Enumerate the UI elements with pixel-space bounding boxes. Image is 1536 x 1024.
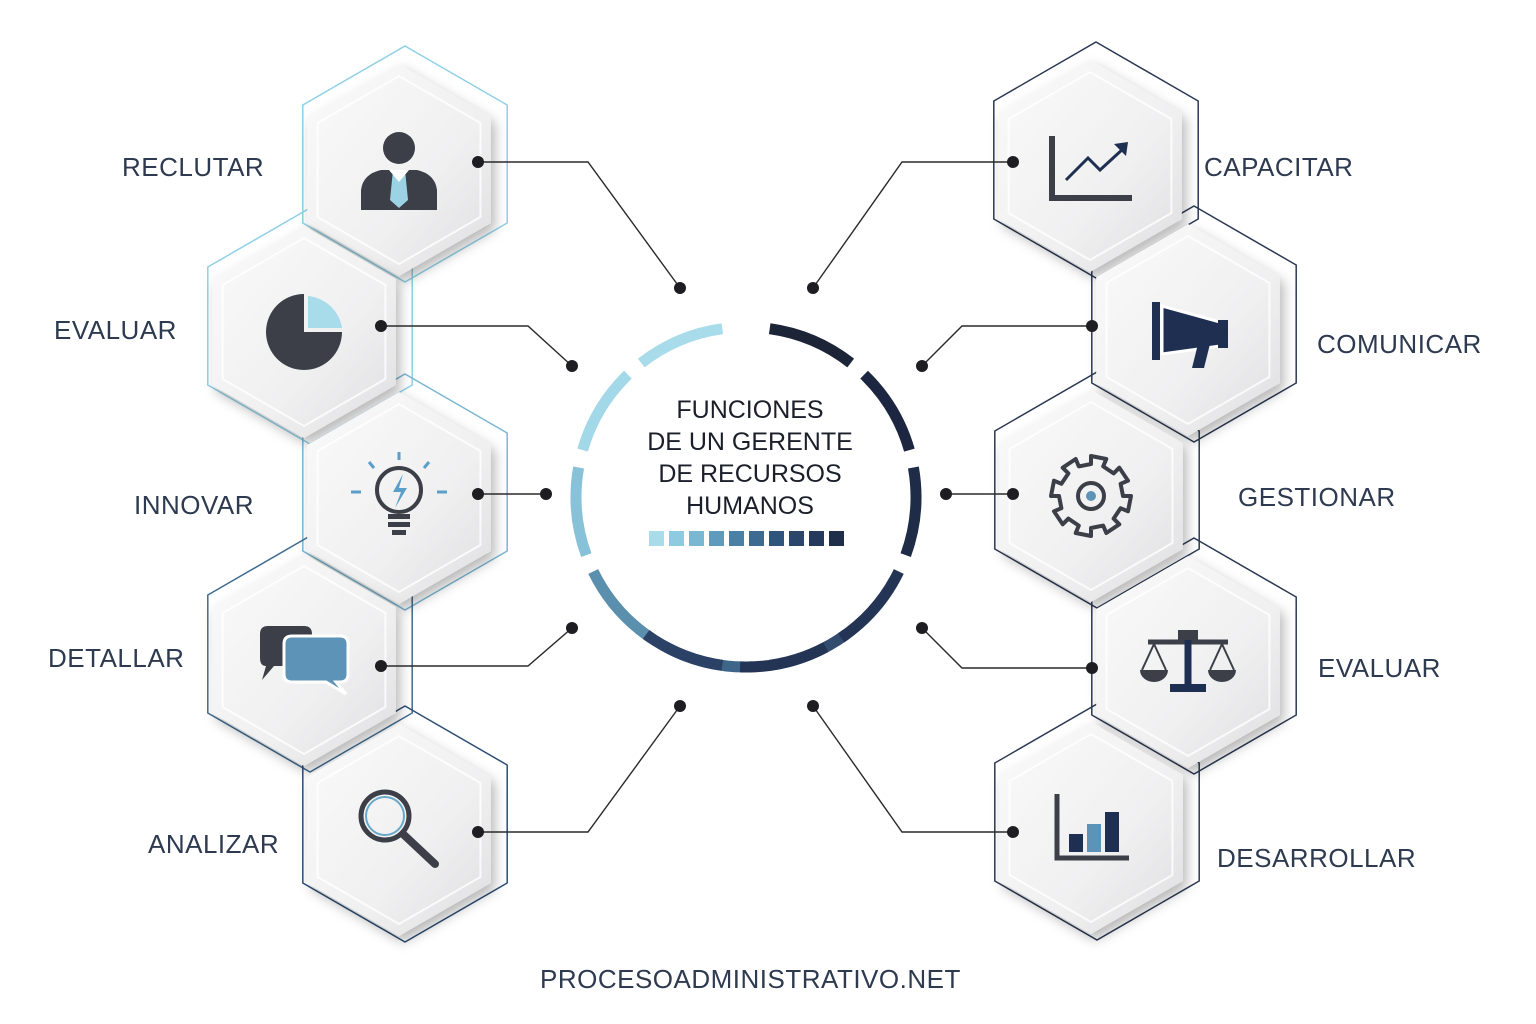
label-gestionar: GESTIONAR: [1238, 482, 1396, 512]
label-evaluar-left: EVALUAR: [54, 315, 177, 345]
ring-segment: [900, 466, 922, 557]
connector-dot: [674, 282, 686, 294]
gear-hub: [1076, 481, 1106, 511]
bar-chart-icon: [1054, 794, 1129, 861]
label-desarrollar: DESARROLLAR: [1217, 843, 1417, 873]
connector-dot: [916, 622, 928, 634]
connector-dot: [375, 660, 387, 672]
label-evaluar-right: EVALUAR: [1318, 653, 1441, 683]
gradient-swatch: [769, 531, 784, 546]
connector-dot: [1007, 826, 1019, 838]
hex-inner-rim: [1008, 400, 1174, 592]
megaphone-icon: [1152, 302, 1228, 368]
gradient-swatches: [649, 531, 844, 546]
ring-segment: [577, 370, 632, 452]
label-comunicar: COMUNICAR: [1317, 329, 1482, 359]
lightbulb-icon: [351, 452, 447, 535]
connector-dot: [375, 320, 387, 332]
connector-dot: [807, 282, 819, 294]
gear-outline: [1049, 454, 1133, 538]
magnifier-icon: [358, 789, 439, 868]
connector-dot: [472, 156, 484, 168]
label-capacitar: CAPACITAR: [1204, 152, 1354, 182]
scale-icon: [1140, 630, 1236, 692]
connector-dot: [472, 826, 484, 838]
connector-dot: [1086, 320, 1098, 332]
ring-segment: [637, 323, 724, 368]
center-title-line: DE RECURSOS: [658, 460, 842, 488]
ring-segment: [860, 370, 915, 452]
gear-center: [1086, 491, 1096, 501]
pie-chart-icon: [266, 294, 342, 370]
connector-dot: [472, 488, 484, 500]
gradient-swatch: [649, 531, 664, 546]
growth-chart-icon: [1049, 136, 1132, 201]
gradient-swatch: [669, 531, 684, 546]
connector-dot: [1007, 156, 1019, 168]
label-reclutar: RECLUTAR: [122, 152, 265, 182]
gradient-swatch: [829, 531, 844, 546]
connector-dot: [1086, 662, 1098, 674]
hex-outline: [994, 371, 1200, 609]
connector-line: [812, 161, 1013, 289]
footer-site-url[interactable]: PROCESOADMINISTRATIVO.NET: [540, 964, 961, 994]
connector-dot: [940, 488, 952, 500]
center-title-line: HUMANOS: [686, 492, 814, 520]
gradient-swatch: [689, 531, 704, 546]
hex-inner-rim: [1007, 70, 1173, 262]
hex-inner-rim: [316, 402, 482, 594]
hex-inner-rim: [316, 74, 482, 266]
connector-line: [921, 627, 1092, 669]
connector-dot: [674, 700, 686, 712]
ring-segment: [642, 630, 724, 671]
connector-dot: [916, 360, 928, 372]
hex-inner-rim: [316, 734, 482, 926]
hex-inner-rim: [221, 564, 387, 756]
hex-outline: [302, 45, 508, 283]
gradient-swatch: [709, 531, 724, 546]
connector-line: [478, 161, 681, 289]
ring-segment: [837, 569, 904, 643]
ring-segment: [588, 569, 655, 643]
ring-segment: [739, 642, 829, 673]
ring-segment: [768, 323, 855, 368]
connector-dot: [540, 488, 552, 500]
connector-dot: [807, 700, 819, 712]
connector-dot: [1007, 488, 1019, 500]
gradient-swatch: [809, 531, 824, 546]
label-analizar: ANALIZAR: [148, 829, 280, 859]
gradient-swatch: [749, 531, 764, 546]
hex-outline: [993, 41, 1199, 279]
center-title: FUNCIONES DE UN GERENTE DE RECURSOS HUMA…: [600, 394, 900, 522]
hex-inner-rim: [221, 236, 387, 428]
connector-dot: [566, 622, 578, 634]
hex-tile: [998, 60, 1182, 272]
hex-inner-rim: [1105, 566, 1271, 758]
center-title-line: DE UN GERENTE: [647, 428, 853, 456]
connector-line: [921, 325, 1092, 367]
gear-icon: [1049, 454, 1133, 538]
gradient-swatch: [729, 531, 744, 546]
connector-lines: [375, 156, 1098, 838]
center-ring: [570, 323, 922, 673]
ring-segment: [570, 466, 592, 557]
center-title-line: FUNCIONES: [676, 396, 824, 424]
connector-dot: [566, 360, 578, 372]
connector-line: [381, 627, 573, 667]
gradient-swatch: [789, 531, 804, 546]
connector-line: [478, 705, 681, 833]
chat-bubbles-icon: [260, 626, 350, 696]
hex-inner-rim: [1105, 234, 1271, 426]
connector-line: [812, 705, 1013, 833]
person-icon: [361, 132, 437, 210]
label-innovar: INNOVAR: [134, 490, 255, 520]
label-detallar: DETALLAR: [48, 643, 185, 673]
hex-inner-rim: [1008, 732, 1174, 924]
hex-outline: [994, 703, 1200, 941]
connector-line: [381, 325, 573, 367]
